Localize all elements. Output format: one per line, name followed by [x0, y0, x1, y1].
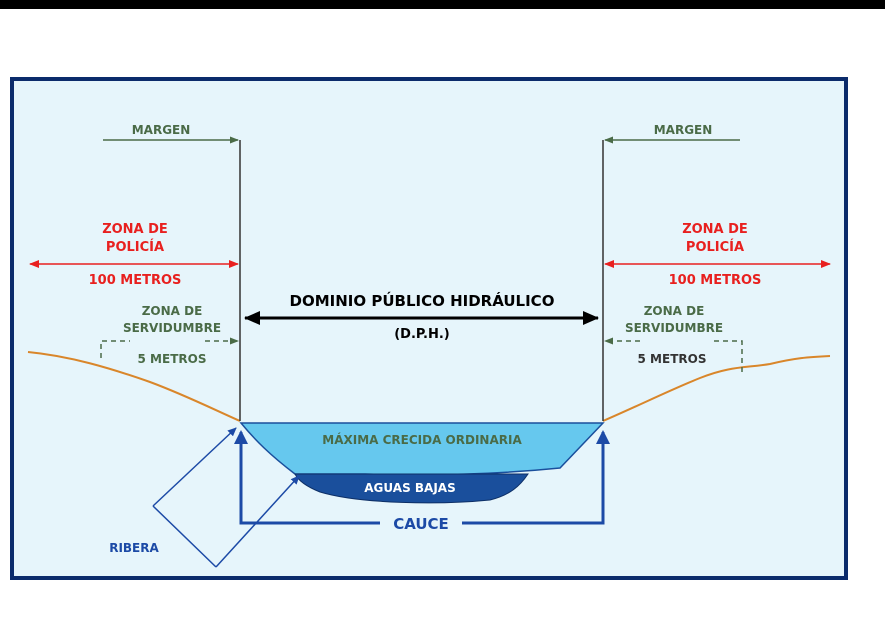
top-border-bar: [0, 0, 885, 9]
aguas-bajas-label: AGUAS BAJAS: [364, 481, 455, 495]
dph-title: DOMINIO PÚBLICO HIDRÁULICO: [290, 291, 555, 310]
right-policia-distance: 100 METROS: [669, 273, 762, 288]
aguas-bajas-water: [294, 473, 529, 504]
cauce-bracket-right: [462, 430, 610, 525]
ground-profile-left: [27, 351, 241, 422]
ribera-arrow-top: [152, 427, 237, 507]
left-servidumbre-distance: 5 METROS: [138, 352, 207, 366]
ground-profile-right: [602, 355, 831, 422]
right-servidumbre-distance: 5 METROS: [638, 352, 707, 366]
right-servidumbre-bracket: [712, 340, 743, 372]
right-margen-label: MARGEN: [654, 123, 713, 137]
ribera-connector: [152, 505, 217, 568]
left-policia-line2: POLICÍA: [106, 239, 164, 255]
max-crecida-water: [239, 422, 605, 476]
dph-abbr: (D.P.H.): [394, 327, 450, 342]
left-policia-distance: 100 METROS: [89, 273, 182, 288]
left-servidumbre-line1: ZONA DE: [142, 304, 203, 318]
left-servidumbre-line2: SERVIDUMBRE: [123, 321, 221, 335]
left-servidumbre-bracket: [100, 340, 130, 358]
right-policia-line1: ZONA DE: [682, 222, 748, 237]
right-policia-line2: POLICÍA: [686, 239, 744, 255]
cauce-label: CAUCE: [393, 515, 449, 533]
ribera-arrow-bottom: [215, 475, 300, 568]
left-policia-line1: ZONA DE: [102, 222, 168, 237]
max-crecida-label: MÁXIMA CRECIDA ORDINARIA: [322, 432, 522, 447]
ribera-label: RIBERA: [109, 541, 159, 555]
left-margen-label: MARGEN: [132, 123, 191, 137]
cauce-bracket-left: [234, 430, 380, 525]
right-servidumbre-line1: ZONA DE: [644, 304, 705, 318]
right-servidumbre-line2: SERVIDUMBRE: [625, 321, 723, 335]
